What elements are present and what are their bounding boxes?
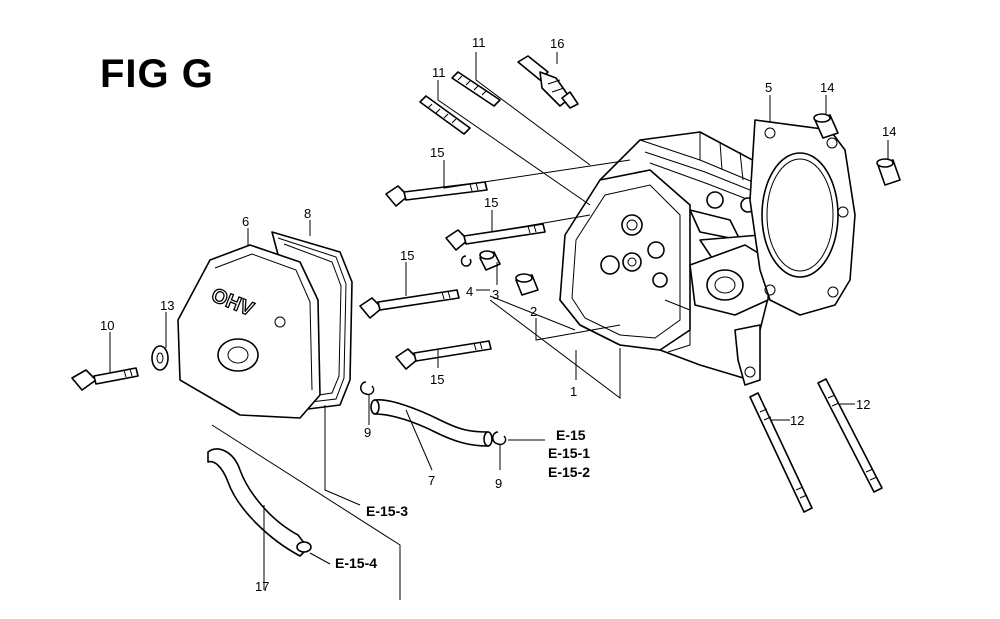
flange-bolt-mid [445,223,546,251]
callout-2: 2 [530,304,537,319]
callout-14: 14 [882,124,896,139]
callout-6: 6 [242,214,249,229]
stud-bolt-upper [451,71,501,107]
tube-clip-left [360,381,375,396]
callout-16: 16 [550,36,564,51]
flange-bolt-top [385,181,488,207]
callout-11: 11 [472,35,486,50]
leader-lines [109,52,889,600]
collar-part-3 [479,250,501,271]
dowel-pin-lower [876,158,901,186]
flange-bolt-left [359,289,460,319]
cylinder-stud-left [749,392,813,513]
callout-15: 15 [400,248,414,263]
reference-labels: E-15 E-15-1 E-15-2 E-15-3 E-15-4 [335,427,590,571]
callout-8: 8 [304,206,311,221]
callout-7: 7 [428,473,435,488]
clip-part-4 [460,255,472,267]
breather-tube [370,399,493,447]
breather-hose [207,448,312,557]
tube-clip-right [492,431,507,446]
callout-15: 15 [430,372,444,387]
callout-15: 15 [430,145,444,160]
sealing-washer [151,345,169,371]
callout-17: 17 [255,579,269,594]
callout-1: 1 [570,384,577,399]
cylinder-head [559,131,791,386]
callout-9: 9 [495,476,502,491]
callout-3: 3 [492,287,499,302]
callout-13: 13 [160,298,174,313]
stud-bolt-lower [419,95,471,135]
cylinder-stud-right [817,378,883,493]
callout-numbers: 11 11 16 5 14 14 15 15 15 15 4 3 2 1 6 8… [100,35,896,594]
callout-10: 10 [100,318,114,333]
figure-title: FIG G [100,52,214,96]
ref-e-15-2: E-15-2 [548,464,590,480]
cover-bolt [71,367,139,391]
callout-4: 4 [466,284,473,299]
callout-14: 14 [820,80,834,95]
callout-9: 9 [364,425,371,440]
callout-12: 12 [856,397,870,412]
ref-e-15-4: E-15-4 [335,555,377,571]
callout-11: 11 [432,65,446,80]
head-cover: OHV [177,244,321,419]
callout-15: 15 [484,195,498,210]
collar-part-2 [515,273,539,296]
ref-e-15-1: E-15-1 [548,445,590,461]
callout-12: 12 [790,413,804,428]
callout-5: 5 [765,80,772,95]
head-gasket [749,119,856,316]
spark-plug [517,55,579,109]
ref-e-15-3: E-15-3 [366,503,408,519]
dowel-pin-upper [813,113,839,139]
flange-bolt-bottom [395,340,492,370]
ref-e-15: E-15 [556,427,586,443]
